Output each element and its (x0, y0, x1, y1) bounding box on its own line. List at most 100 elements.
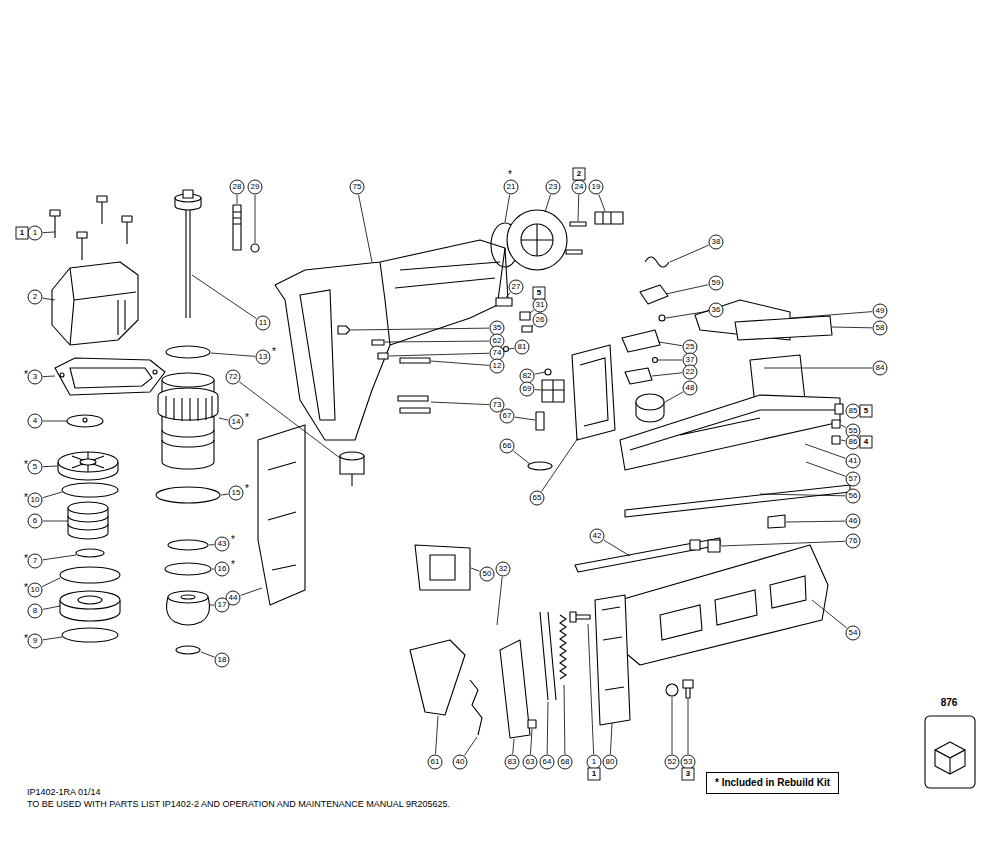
callout-number: 11 (259, 319, 267, 327)
leader-line (42, 578, 60, 587)
callout-number: 17 (218, 601, 227, 609)
callout-number: 15 (232, 489, 241, 497)
callout-circle (681, 755, 695, 769)
callout-circle (28, 414, 42, 428)
callout-circle (28, 514, 42, 528)
callout-circle (665, 755, 679, 769)
leader-line (431, 402, 489, 405)
quantity-number: 1 (592, 770, 596, 778)
leader-line (505, 195, 510, 222)
callout-circle (523, 755, 537, 769)
callout-number: 24 (575, 183, 584, 191)
callout-number: 50 (483, 570, 492, 578)
leader-line (791, 312, 872, 318)
callout-number: 25 (686, 343, 695, 351)
quantity-number: 2 (577, 170, 581, 178)
callout-number: 23 (549, 183, 558, 191)
callout-circle (505, 755, 519, 769)
callout-number: 59 (712, 279, 721, 287)
callout-circle (558, 755, 572, 769)
callout-number: 10 (31, 496, 40, 504)
callout-number: 31 (536, 301, 545, 309)
callout-circle (846, 514, 860, 528)
leader-line (43, 606, 60, 609)
callout-circle (504, 180, 518, 194)
callout-number: 61 (431, 758, 440, 766)
callout-circle (215, 598, 229, 612)
leader-line (670, 245, 709, 262)
kit-asterisk: * (508, 170, 512, 180)
callout-circle (846, 472, 860, 486)
leader-line (221, 494, 228, 496)
callout-circle (846, 489, 860, 503)
callout-number: 19 (592, 183, 601, 191)
leader-line (43, 298, 55, 300)
callout-circle (546, 180, 560, 194)
callout-circle (215, 537, 229, 551)
leader-line (43, 421, 67, 422)
callout-number: 41 (849, 457, 858, 465)
leader-line (509, 348, 514, 350)
callout-number: 58 (876, 324, 885, 332)
callout-circle (530, 491, 544, 505)
leader-line (389, 353, 489, 356)
leader-line (43, 466, 58, 468)
leader-line (212, 569, 214, 570)
callout-number: 22 (686, 368, 695, 376)
callout-number: 68 (561, 758, 570, 766)
callout-number: 36 (712, 306, 721, 314)
leader-line (542, 438, 578, 491)
callout-circle (28, 493, 42, 507)
kit-asterisk: * (272, 347, 276, 357)
kit-asterisk: * (24, 554, 28, 564)
callout-circle (533, 313, 547, 327)
leader-line (515, 417, 535, 420)
leader-line (760, 494, 845, 496)
callout-number: 62 (493, 337, 502, 345)
leader-line (659, 342, 682, 346)
kit-asterisk: * (24, 493, 28, 503)
callout-circle (846, 626, 860, 640)
leader-line (665, 392, 683, 402)
kit-asterisk: * (231, 535, 235, 545)
callout-number: 1 (592, 758, 596, 766)
leader-line (786, 521, 845, 523)
quantity-box (860, 405, 872, 417)
leader-line (532, 325, 534, 326)
callout-number: 67 (503, 412, 512, 420)
callout-circle (500, 439, 514, 453)
leader-line (464, 737, 477, 755)
callout-number: 76 (849, 537, 858, 545)
callout-number: 75 (353, 183, 362, 191)
callout-number: 16 (218, 565, 227, 573)
callout-number: 66 (503, 442, 512, 450)
callout-number: 4 (33, 417, 37, 425)
leader-line (201, 652, 215, 657)
callout-number: 12 (493, 362, 502, 370)
leader-line (812, 600, 847, 628)
callout-circle (230, 180, 244, 194)
callout-circle (229, 415, 243, 429)
leader-line (578, 195, 580, 221)
leader-line (666, 285, 708, 294)
leader-line (564, 685, 566, 754)
callout-circle (215, 562, 229, 576)
callout-circle (256, 350, 270, 364)
callout-circle (248, 180, 262, 194)
callout-circle (520, 382, 534, 396)
callout-circle (846, 435, 860, 449)
kit-asterisk: * (24, 460, 28, 470)
callout-number: 7 (33, 557, 37, 565)
leader-line (806, 462, 845, 476)
callout-number: 40 (456, 758, 465, 766)
leader-line (385, 341, 489, 343)
legend-note-box: * Included in Rebuild Kit (706, 772, 839, 794)
leader-line (241, 588, 262, 595)
callout-circle (496, 562, 510, 576)
callout-circle (490, 321, 504, 335)
callout-number: 10 (31, 586, 40, 594)
callout-number: 55 (849, 427, 858, 435)
leader-line (599, 194, 605, 211)
callout-circle (846, 534, 860, 548)
quantity-number: 4 (864, 438, 868, 446)
